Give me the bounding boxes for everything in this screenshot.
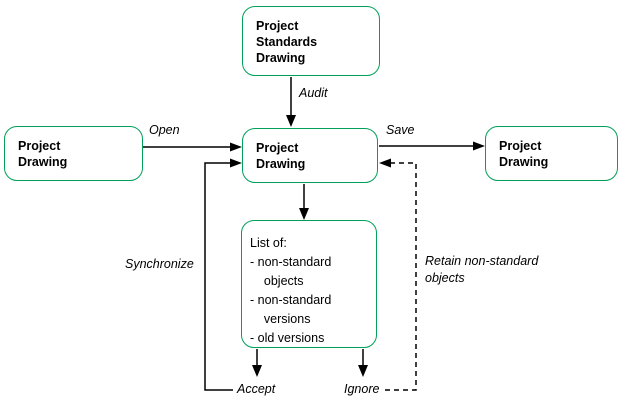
synchronize-arrowhead — [230, 158, 242, 168]
label-synchronize: Synchronize — [125, 257, 194, 271]
label-accept: Accept — [237, 382, 276, 396]
box-project-drawing-source: Project Drawing — [4, 126, 143, 181]
box-project-standards-drawing: Project Standards Drawing — [242, 6, 380, 76]
synchronize-connector — [204, 162, 233, 391]
box-nonstandard-list: List of: - non-standard objects - non-st… — [241, 220, 377, 348]
box-project-drawing-saved: Project Drawing — [485, 126, 618, 181]
ignore-arrowhead — [358, 365, 368, 377]
save-arrowhead — [473, 141, 485, 151]
label-audit: Audit — [299, 86, 328, 100]
label-open: Open — [149, 123, 180, 137]
box-project-drawing-working: Project Drawing — [242, 128, 378, 183]
open-arrowhead — [230, 142, 242, 152]
center-to-list-arrowhead — [299, 208, 309, 220]
audit-arrowhead — [286, 115, 296, 127]
label-ignore: Ignore — [344, 382, 380, 396]
accept-arrowhead — [252, 365, 262, 377]
label-save: Save — [386, 123, 415, 137]
label-retain-nonstandard-objects: Retain non-standard objects — [425, 254, 539, 285]
retain-connector-dashed — [385, 162, 417, 391]
retain-arrowhead — [379, 158, 391, 168]
